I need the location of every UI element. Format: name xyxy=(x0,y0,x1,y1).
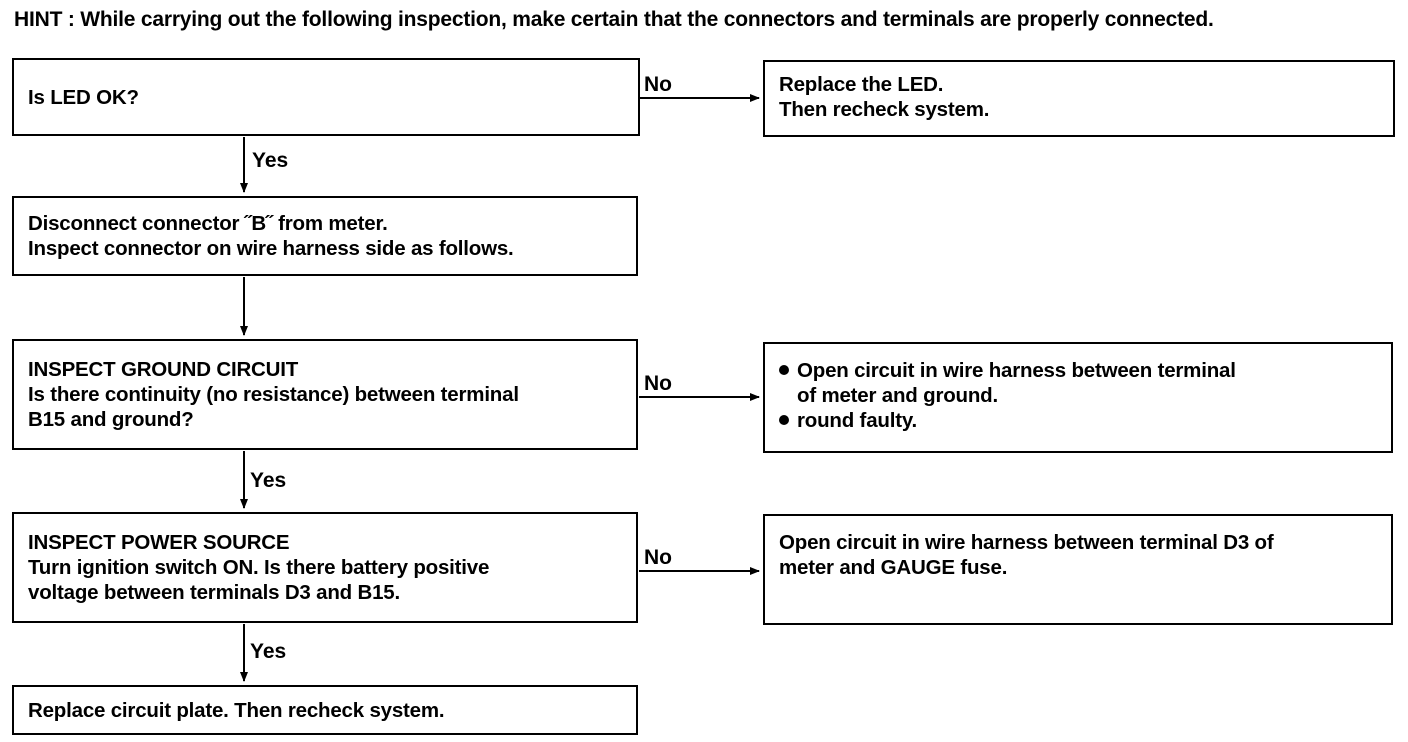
no-label-led: No xyxy=(644,73,672,96)
no-label-ground: No xyxy=(644,372,672,395)
step-ground-circuit-title: INSPECT GROUND CIRCUIT xyxy=(28,358,299,381)
step-power-source-line-2: voltage between terminals D3 and B15. xyxy=(28,581,400,604)
step-replace-plate-text: Replace circuit plate. Then recheck syst… xyxy=(28,698,445,722)
yes-label-led: Yes xyxy=(252,149,289,172)
hint-text: HINT : While carrying out the following … xyxy=(14,8,1214,31)
bullet-icon xyxy=(779,364,789,375)
step-disconnect-line-1: Disconnect connector ˝B˝ from meter. xyxy=(28,212,388,235)
step-power-source-box: INSPECT POWER SOURCE Turn ignition switc… xyxy=(12,512,638,623)
result-replace-led-line-2: Then recheck system. xyxy=(779,98,990,121)
step-led-check-text: Is LED OK? xyxy=(28,85,139,109)
result-power-line-2: meter and GAUGE fuse. xyxy=(779,556,1008,579)
result-ground-bullet-1-text: Open circuit in wire harness between ter… xyxy=(797,359,1236,382)
step-ground-circuit-box: INSPECT GROUND CIRCUIT Is there continui… xyxy=(12,339,638,450)
yes-label-ground: Yes xyxy=(250,469,287,492)
step-disconnect-line-2: Inspect connector on wire harness side a… xyxy=(28,237,514,260)
step-disconnect-box: Disconnect connector ˝B˝ from meter. Ins… xyxy=(12,196,638,276)
result-replace-led-box: Replace the LED. Then recheck system. xyxy=(763,60,1395,137)
result-ground-bullet-2-text: round faulty. xyxy=(797,409,918,432)
result-power-line-1: Open circuit in wire harness between ter… xyxy=(779,531,1274,554)
step-replace-plate-box: Replace circuit plate. Then recheck syst… xyxy=(12,685,638,735)
step-led-check-box: Is LED OK? xyxy=(12,58,640,136)
result-power-box: Open circuit in wire harness between ter… xyxy=(763,514,1393,625)
step-power-source-line-1: Turn ignition switch ON. Is there batter… xyxy=(28,556,490,579)
result-ground-box: Open circuit in wire harness between ter… xyxy=(763,342,1393,453)
result-ground-bullet-1-cont: of meter and ground. xyxy=(797,384,999,407)
step-ground-circuit-line-1: Is there continuity (no resistance) betw… xyxy=(28,383,519,406)
result-ground-bullet-2: round faulty. xyxy=(779,408,1377,433)
no-label-power: No xyxy=(644,546,672,569)
bullet-icon xyxy=(779,414,789,425)
result-replace-led-line-1: Replace the LED. xyxy=(779,73,944,96)
result-ground-bullet-1: Open circuit in wire harness between ter… xyxy=(779,358,1377,383)
yes-label-power: Yes xyxy=(250,640,287,663)
step-power-source-title: INSPECT POWER SOURCE xyxy=(28,531,290,554)
step-ground-circuit-line-2: B15 and ground? xyxy=(28,408,194,431)
